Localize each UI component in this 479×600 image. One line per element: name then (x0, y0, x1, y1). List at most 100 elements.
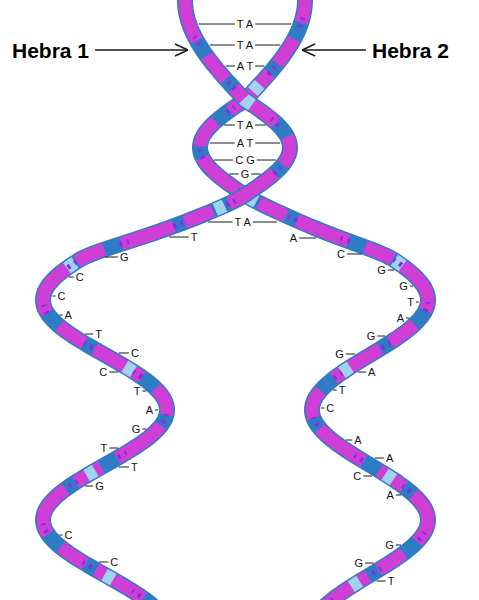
base-letter: T (191, 232, 198, 243)
base-rung (358, 372, 366, 373)
base-letter: A (397, 313, 404, 324)
base-rung (142, 391, 146, 392)
base-rung (169, 237, 189, 238)
base-rung (251, 174, 260, 175)
base-rung (199, 24, 235, 25)
base-rung (363, 476, 372, 477)
base-rung (226, 66, 235, 67)
base-letter: A (290, 233, 297, 244)
base-letter: G (377, 265, 386, 276)
base-letter: C (99, 367, 107, 378)
base-letter: C (353, 471, 361, 482)
base-letter: A (368, 367, 375, 378)
base-letter: A (146, 405, 153, 416)
base-letter: C (326, 403, 334, 414)
base-rung (376, 581, 385, 582)
leader-arrow (302, 49, 366, 50)
base-rung (388, 270, 394, 271)
base-rung (119, 353, 129, 354)
base-rung (255, 24, 291, 25)
base-letter: A (386, 453, 393, 464)
strand-ribbon (43, 0, 290, 600)
base-letter: C (65, 530, 73, 541)
strand-label: Hebra 2 (372, 40, 449, 61)
base-rung (321, 408, 324, 409)
base-rung (416, 302, 419, 303)
base-letter: G (399, 281, 408, 292)
base-pair: T A (234, 217, 250, 228)
base-pair: G (241, 169, 250, 180)
base-rung (210, 45, 235, 46)
base-rung (396, 495, 401, 496)
base-letter: C (337, 249, 345, 260)
base-rung (257, 160, 276, 161)
base-letter: A (354, 435, 361, 446)
base-pair: T A (237, 19, 253, 30)
base-letter: C (110, 557, 118, 568)
base-letter: C (131, 348, 139, 359)
base-letter: G (354, 558, 363, 569)
base-letter: G (120, 252, 129, 263)
base-rung (60, 535, 63, 536)
arrow-head (175, 44, 188, 50)
base-rung (109, 448, 118, 449)
arrow-head (302, 44, 315, 50)
base-letter: A (387, 490, 394, 501)
base-letter: G (335, 349, 344, 360)
base-letter: T (101, 443, 108, 454)
base-rung (109, 372, 118, 373)
strand-1 (43, 0, 290, 600)
base-rung (396, 545, 401, 546)
base-rung (253, 222, 277, 223)
leader-arrow (95, 49, 188, 50)
base-pair: C G (235, 155, 255, 166)
arrow-head (302, 50, 315, 56)
base-letter: T (388, 576, 395, 587)
base-rung (85, 486, 93, 487)
base-rung (299, 238, 316, 239)
base-rung (377, 336, 385, 337)
base-rung (255, 45, 280, 46)
base-rung (229, 174, 238, 175)
strand-ribbon (43, 0, 290, 600)
base-pair: A T (237, 61, 253, 72)
base-letter: G (385, 540, 394, 551)
base-letter: G (95, 481, 104, 492)
base-rung (406, 318, 409, 319)
base-rung (142, 429, 146, 430)
base-rung (60, 315, 63, 316)
base-rung (333, 390, 337, 391)
base-letter: T (131, 462, 138, 473)
arrow-head (175, 50, 188, 56)
base-letter: C (76, 272, 84, 283)
base-pair: T A (237, 120, 253, 131)
base-rung (119, 467, 129, 468)
base-rung (410, 286, 413, 287)
base-rung (255, 66, 264, 67)
base-rung (99, 562, 108, 563)
base-letter: A (65, 310, 72, 321)
base-letter: T (134, 386, 141, 397)
base-rung (375, 458, 384, 459)
base-letter: G (132, 424, 141, 435)
base-rung (346, 354, 355, 355)
base-rung (53, 296, 56, 297)
base-rung (365, 563, 374, 564)
base-letter: T (339, 385, 346, 396)
base-rung (208, 222, 232, 223)
base-rung (224, 125, 235, 126)
strand-label: Hebra 1 (12, 40, 89, 61)
strand-ribbon (43, 0, 290, 600)
base-letter: T (95, 329, 102, 340)
rungs-and-leaders (53, 24, 419, 581)
base-rung (155, 410, 158, 411)
base-letter: G (367, 331, 376, 342)
base-rung (214, 160, 233, 161)
base-rung (255, 143, 280, 144)
base-rung (255, 125, 266, 126)
base-pair: A T (237, 138, 253, 149)
base-letter: T (407, 297, 414, 308)
strand-ribbon (43, 0, 290, 600)
base-rung (210, 143, 235, 144)
